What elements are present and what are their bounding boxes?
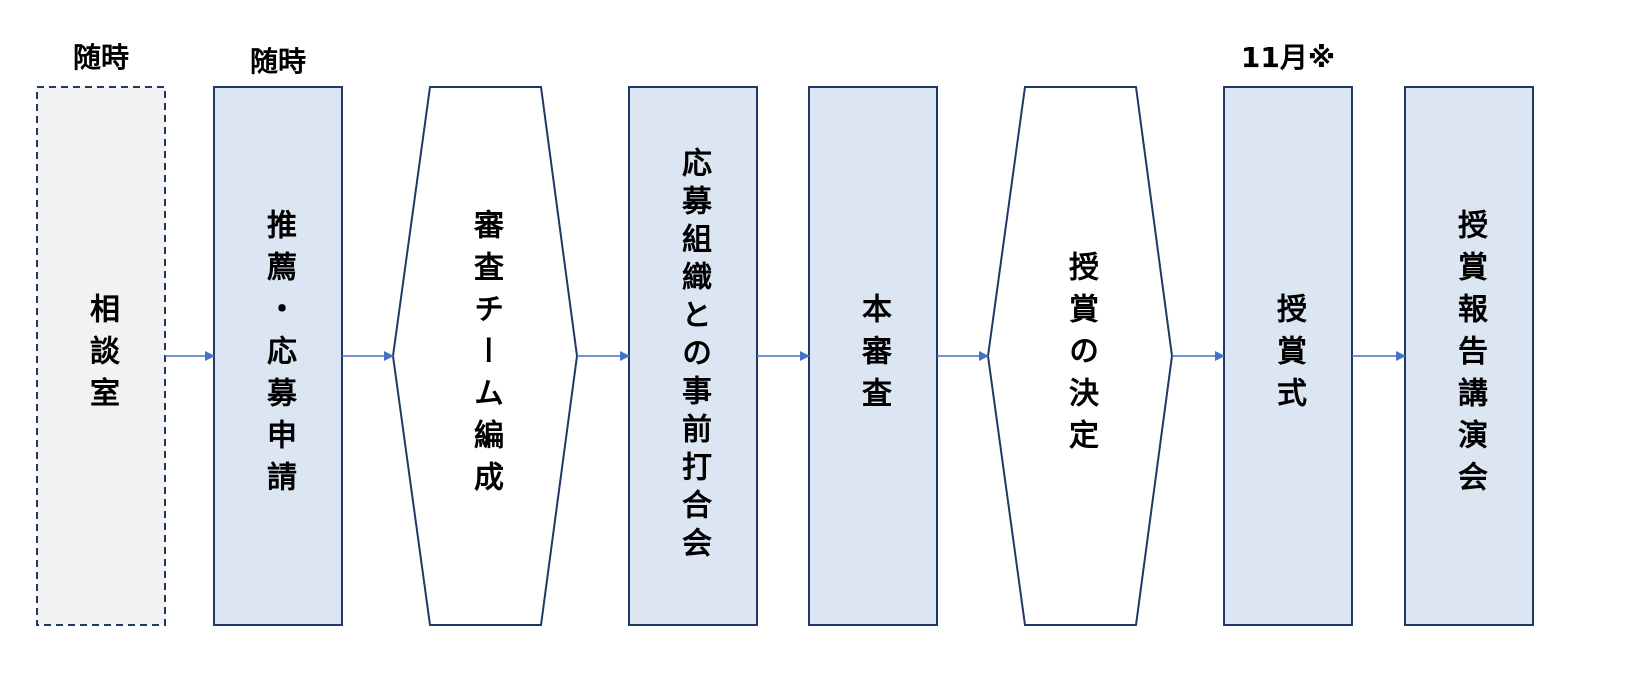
step-box-meeting [628,86,758,626]
step-box-ceremony [1223,86,1353,626]
step-label-lecture: 授賞報告講演会 [1452,209,1487,503]
step-label-review: 本審査 [856,293,891,419]
step-label-team: 審査チーム編成 [468,209,503,503]
step-box-consult [36,86,166,626]
step-box-apply [213,86,343,626]
step-box-review [808,86,938,626]
timing-consult: 随時 [72,41,129,74]
step-box-lecture [1404,86,1534,626]
timing-ceremony: 11月※ [1240,41,1336,74]
step-label-ceremony: 授賞式 [1271,293,1306,419]
step-label-meeting: 応募組織との事前打合会 [676,147,711,565]
step-label-apply: 推薦・応募申請 [261,209,296,503]
timing-apply: 随時 [249,45,306,78]
step-label-consult: 相談室 [84,293,119,419]
step-label-decision: 授賞の決定 [1063,251,1098,461]
